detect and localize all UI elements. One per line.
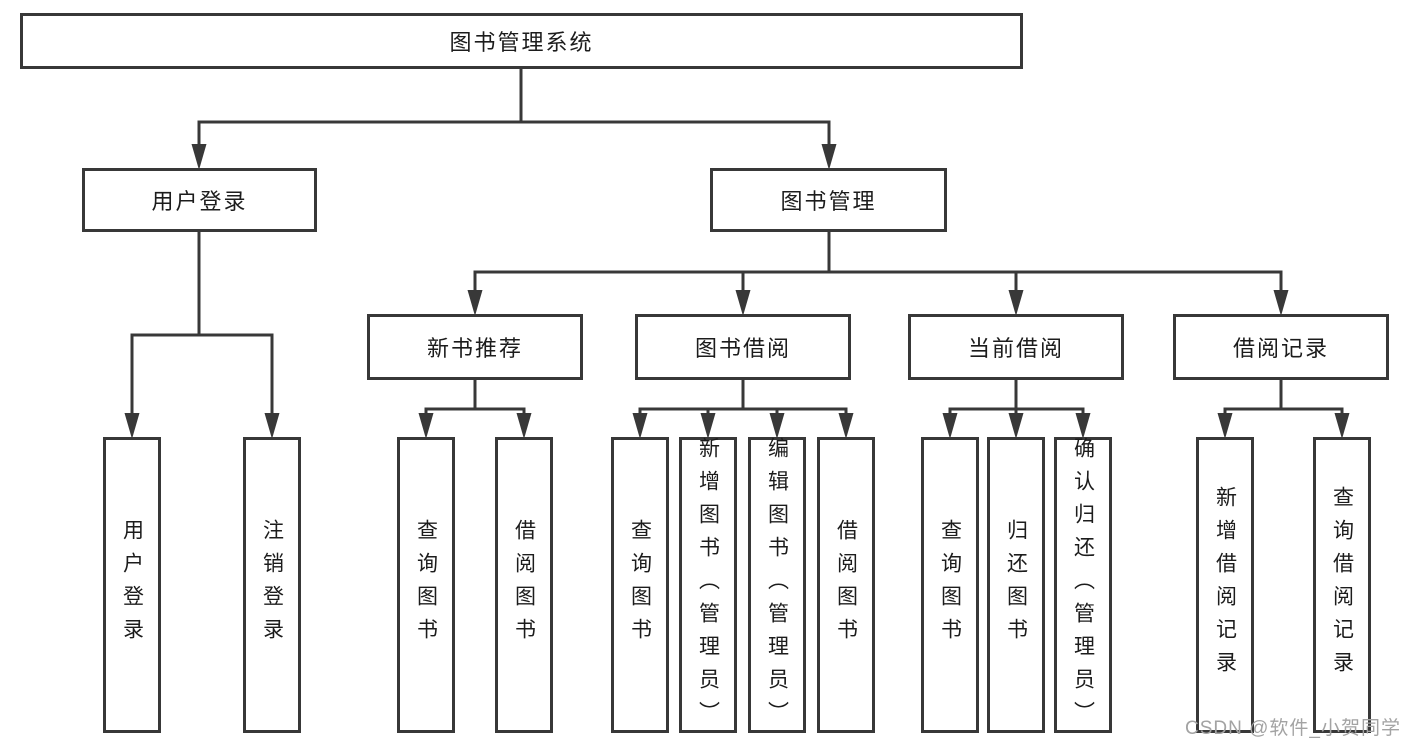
- node-root: 图书管理系统: [20, 13, 1023, 69]
- leaf-borrow-book-2-label: 借阅图书: [834, 519, 858, 651]
- leaf-query-book-3: 查询图书: [921, 437, 979, 733]
- node-user-login-label: 用户登录: [151, 189, 248, 214]
- leaf-confirm-return: 确认归还（管理员）: [1054, 436, 1112, 734]
- node-new-book-recommend: 新书推荐: [367, 314, 583, 380]
- leaf-query-book-2: 查询图书: [611, 437, 669, 733]
- node-new-book-recommend-label: 新书推荐: [426, 336, 523, 361]
- csdn-watermark: CSDN @软件_小贺同学: [1185, 718, 1401, 739]
- node-book-management-label: 图书管理: [780, 189, 877, 214]
- leaf-user-login: 用户登录: [103, 437, 161, 733]
- node-book-borrow-label: 图书借阅: [694, 336, 791, 361]
- leaf-borrow-book-1-label: 借阅图书: [512, 519, 536, 651]
- leaf-logout: 注销登录: [243, 437, 301, 733]
- leaf-logout-label: 注销登录: [260, 519, 284, 651]
- node-borrow-record: 借阅记录: [1173, 314, 1389, 380]
- leaf-user-login-label: 用户登录: [120, 519, 144, 651]
- leaf-borrow-book-2: 借阅图书: [817, 437, 875, 733]
- leaf-query-book-3-label: 查询图书: [938, 519, 962, 651]
- node-book-borrow: 图书借阅: [635, 314, 851, 380]
- leaf-add-borrow-record: 新增借阅记录: [1196, 437, 1254, 733]
- leaf-edit-book-label: 编辑图书（管理员）: [765, 436, 789, 734]
- node-root-label: 图书管理系统: [449, 30, 594, 55]
- leaf-return-book-label: 归还图书: [1004, 519, 1028, 651]
- node-current-borrow-label: 当前借阅: [967, 336, 1064, 361]
- leaf-query-book-2-label: 查询图书: [628, 519, 652, 651]
- leaf-return-book: 归还图书: [987, 437, 1045, 733]
- leaf-query-book-1-label: 查询图书: [414, 519, 438, 651]
- leaf-query-borrow-record-label: 查询借阅记录: [1330, 486, 1354, 684]
- node-book-management: 图书管理: [710, 168, 947, 232]
- node-borrow-record-label: 借阅记录: [1232, 336, 1329, 361]
- leaf-add-book: 新增图书（管理员）: [679, 436, 737, 734]
- leaf-confirm-return-label: 确认归还（管理员）: [1071, 436, 1095, 734]
- leaf-edit-book: 编辑图书（管理员）: [748, 436, 806, 734]
- leaf-add-borrow-record-label: 新增借阅记录: [1213, 486, 1237, 684]
- leaf-add-book-label: 新增图书（管理员）: [696, 436, 720, 734]
- leaf-query-borrow-record: 查询借阅记录: [1313, 437, 1371, 733]
- leaf-borrow-book-1: 借阅图书: [495, 437, 553, 733]
- node-user-login: 用户登录: [82, 168, 317, 232]
- node-current-borrow: 当前借阅: [908, 314, 1124, 380]
- leaf-query-book-1: 查询图书: [397, 437, 455, 733]
